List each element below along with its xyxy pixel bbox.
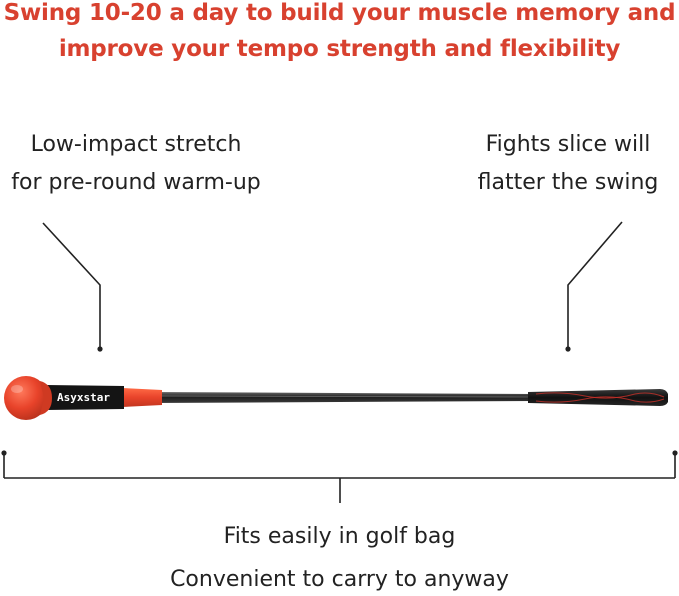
callout-right-pointer: [565, 221, 623, 352]
weighted-ball-icon: [4, 376, 48, 420]
callout-left-line-2: for pre-round warm-up: [11, 170, 261, 195]
callout-left-line-1: Low-impact stretch: [30, 132, 242, 157]
swing-trainer-image: [4, 376, 668, 420]
length-bracket: [1, 450, 678, 503]
callout-right: Fights slice will flatter the swing: [470, 126, 666, 202]
brand-label: Asyxstar: [57, 391, 110, 404]
callout-right-line-2: flatter the swing: [477, 170, 659, 195]
callout-right-line-1: Fights slice will: [485, 132, 651, 157]
callout-left: Low-impact stretch for pre-round warm-up: [0, 126, 272, 202]
bottom-text-line-2: Convenient to carry to anyway: [170, 567, 509, 592]
headline-line-1: Swing 10-20 a day to build your muscle m…: [3, 0, 676, 26]
bottom-text-line-1: Fits easily in golf bag: [223, 524, 456, 549]
callout-left-pointer: [42, 222, 103, 352]
headline-line-2: improve your tempo strength and flexibil…: [58, 36, 621, 62]
